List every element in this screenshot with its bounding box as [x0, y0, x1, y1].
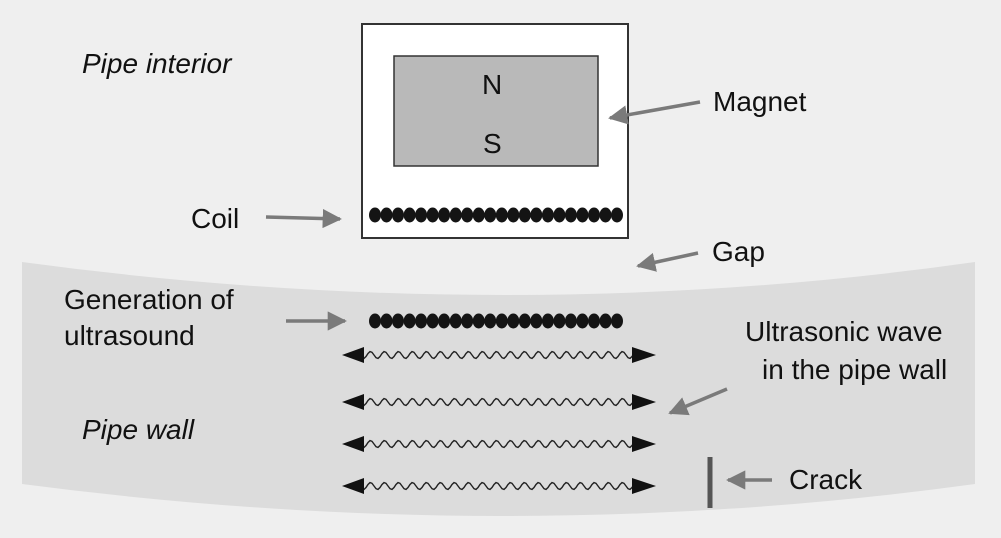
ultrasound-dot — [380, 313, 393, 329]
ultrasonic-wave-label-line1: Ultrasonic wave — [745, 316, 943, 347]
wave-arrowhead-left — [342, 436, 364, 452]
coil-turn — [392, 207, 404, 223]
ultrasound-dot — [449, 313, 462, 329]
coil-turn — [415, 207, 428, 223]
pointer-arrows — [265, 100, 772, 490]
gap-label: Gap — [712, 236, 765, 267]
pipe-wall-band — [22, 262, 975, 516]
ultrasound-dot — [472, 313, 485, 329]
coil-turn — [380, 207, 393, 223]
pipe-wall-label: Pipe wall — [82, 414, 195, 445]
crack-label: Crack — [789, 464, 863, 495]
coil-turn — [553, 207, 566, 223]
coil-windings — [369, 207, 623, 223]
ultrasonic-wave — [342, 394, 656, 410]
coil-turn — [611, 207, 623, 223]
coil-turn — [495, 207, 508, 223]
ultrasound-dot — [530, 313, 543, 329]
wave-arrowhead-left — [342, 347, 364, 363]
ultrasound-dot — [507, 313, 520, 329]
ultrasound-dot — [461, 313, 474, 329]
ultrasound-dot — [392, 313, 404, 329]
ultrasonic-wave-label-line2: in the pipe wall — [762, 354, 948, 385]
ultrasonic-wave — [342, 436, 656, 452]
wave-line — [359, 350, 635, 360]
wave-arrowhead-left — [342, 394, 364, 410]
ultrasound-dot — [403, 313, 416, 329]
coil-turn — [461, 207, 474, 223]
coil-turn — [576, 207, 589, 223]
ultrasound-dot — [438, 313, 451, 329]
gap-pointer-arrow — [636, 251, 699, 272]
ultrasound-dot — [518, 313, 531, 329]
ultrasound-dot — [495, 313, 508, 329]
wave-pointer-arrow — [668, 387, 728, 416]
ultrasonic-wave — [342, 478, 656, 494]
magnet-label: Magnet — [713, 86, 807, 117]
coil-turn — [426, 207, 439, 223]
magnet-pointer-arrow — [608, 100, 701, 125]
coil-label: Coil — [191, 203, 240, 234]
generation-label-line1: Generation of — [64, 284, 234, 315]
wave-arrowhead-left — [342, 478, 364, 494]
coil-turn — [449, 207, 462, 223]
wave-arrowhead-right — [632, 478, 656, 494]
south-pole-label: S — [483, 128, 502, 159]
wave-line — [359, 397, 635, 407]
ultrasound-source-dots — [369, 313, 623, 329]
coil-turn — [438, 207, 451, 223]
wave-line — [359, 439, 635, 449]
ultrasonic-wave-group — [342, 347, 656, 494]
ultrasound-dot — [599, 313, 612, 329]
wave-arrowhead-right — [632, 394, 656, 410]
ultrasound-dot — [369, 313, 381, 329]
ultrasound-dot — [426, 313, 439, 329]
ultrasonic-wave — [342, 347, 656, 363]
coil-turn — [599, 207, 612, 223]
coil-pointer-arrow — [265, 208, 342, 229]
coil-turn — [369, 207, 381, 223]
coil-turn — [472, 207, 485, 223]
generation-label-line2: ultrasound — [64, 320, 195, 351]
coil-turn — [541, 207, 554, 223]
ultrasound-dot — [611, 313, 623, 329]
coil-turn — [588, 207, 600, 223]
coil-turn — [507, 207, 520, 223]
ultrasound-dot — [564, 313, 577, 329]
coil-turn — [518, 207, 531, 223]
coil-turn — [530, 207, 543, 223]
wave-line — [359, 481, 635, 491]
north-pole-label: N — [482, 69, 503, 100]
coil-turn — [564, 207, 577, 223]
ultrasound-dot — [415, 313, 428, 329]
ultrasound-dot — [588, 313, 600, 329]
ultrasound-dot — [576, 313, 589, 329]
magnet-block — [393, 55, 599, 167]
ultrasound-dot — [541, 313, 554, 329]
ultrasound-dot — [553, 313, 566, 329]
wave-arrowhead-right — [632, 436, 656, 452]
ultrasound-dot — [484, 313, 497, 329]
coil-turn — [403, 207, 416, 223]
coil-turn — [484, 207, 497, 223]
pipe-interior-label: Pipe interior — [82, 48, 232, 79]
wave-arrowhead-right — [632, 347, 656, 363]
